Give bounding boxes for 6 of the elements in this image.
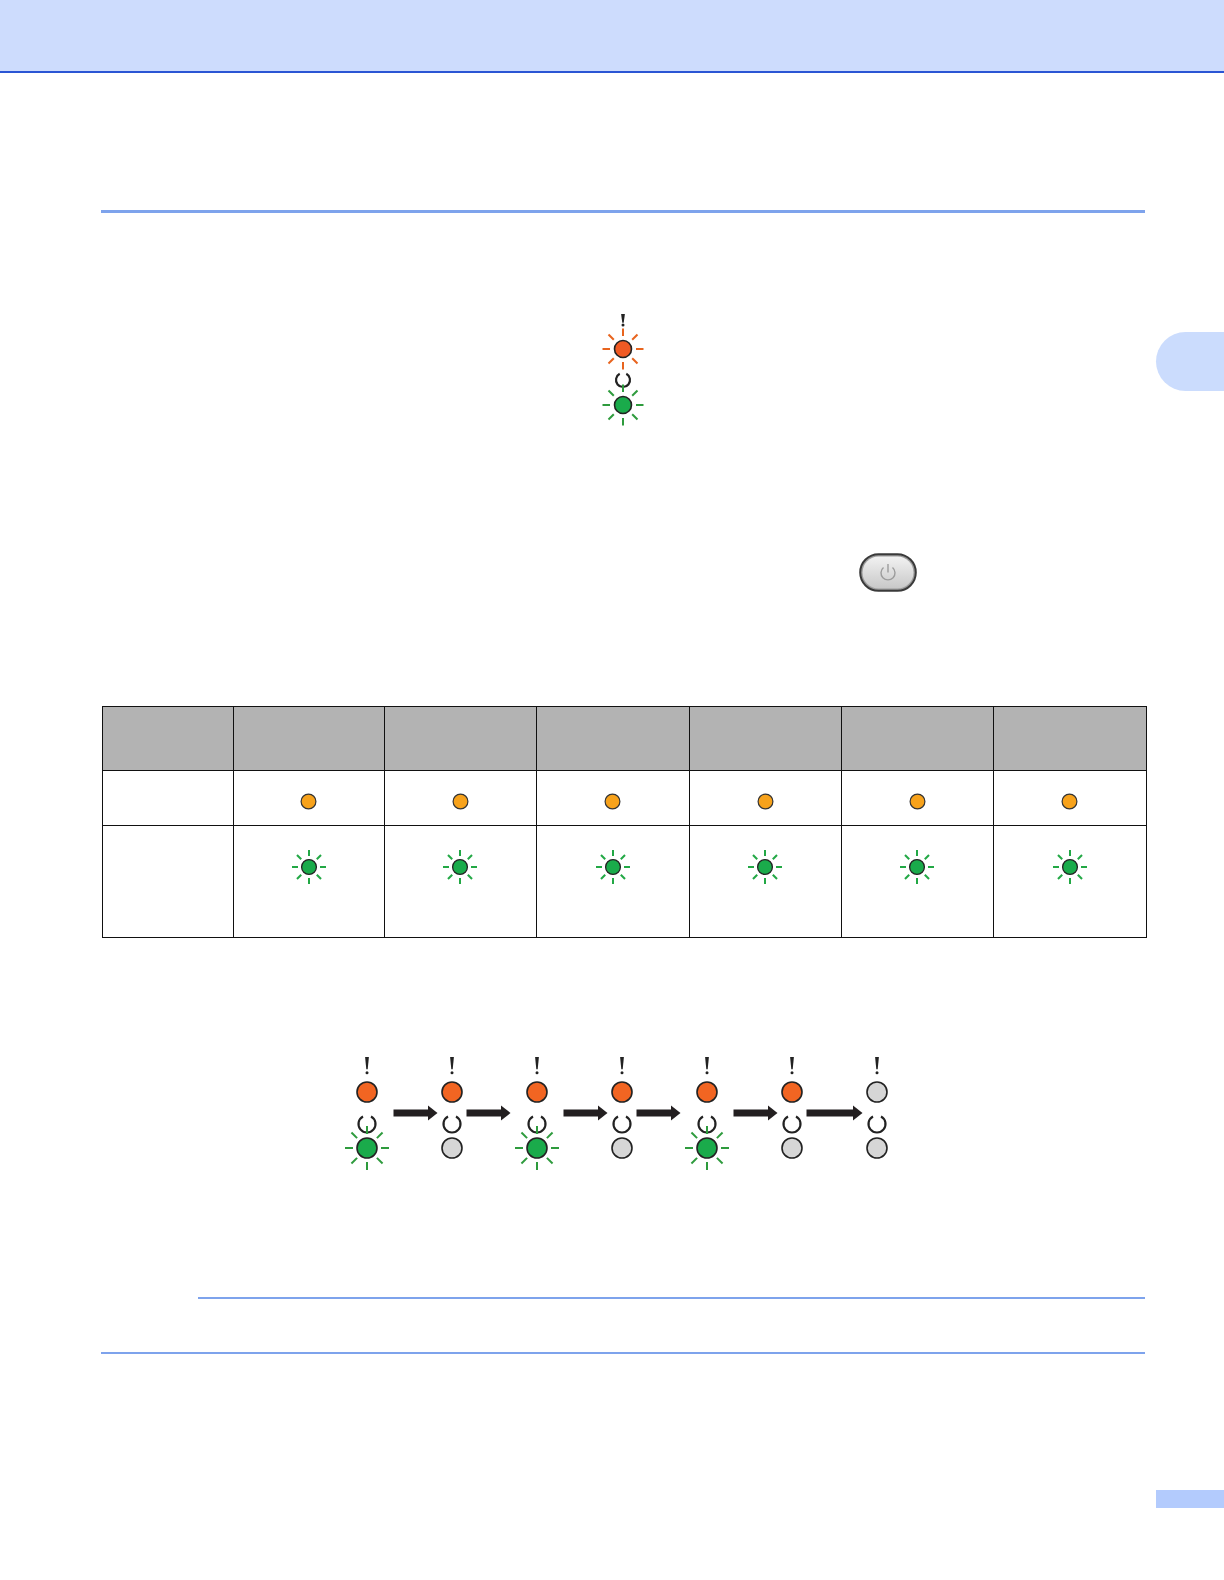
arrow bbox=[733, 1105, 778, 1121]
arrow bbox=[636, 1105, 681, 1121]
arrow bbox=[806, 1105, 863, 1121]
arrow bbox=[563, 1105, 608, 1121]
arrow bbox=[466, 1105, 511, 1121]
arrow bbox=[393, 1105, 438, 1121]
